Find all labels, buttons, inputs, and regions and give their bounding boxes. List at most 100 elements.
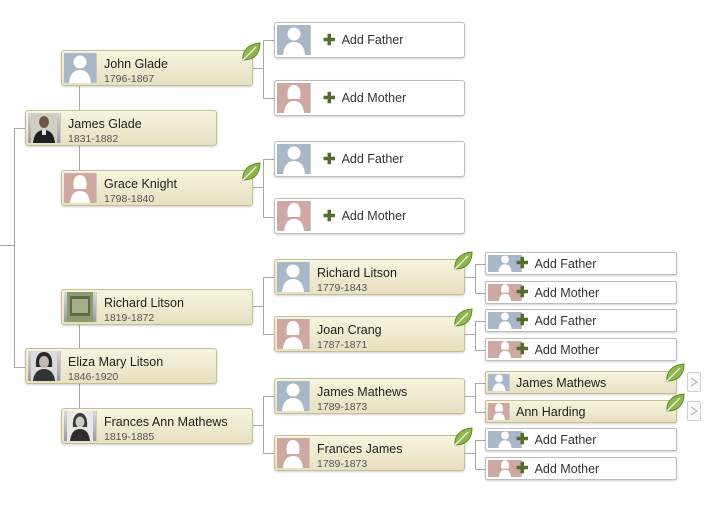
person-card-john-glade[interactable]: John Glade 1796-1867 <box>61 50 253 86</box>
add-father-label: Add Father <box>341 33 404 47</box>
add-mother-label: Add Mother <box>534 461 600 476</box>
person-card-ann-harding[interactable]: Ann Harding <box>485 400 677 423</box>
person-name: Ann Harding <box>516 405 586 419</box>
connector-line <box>79 86 80 110</box>
add-mother-button[interactable]: ✚Add Mother <box>485 457 677 480</box>
connector-line <box>263 159 264 217</box>
add-father-label: Add Father <box>534 256 597 271</box>
connector-line <box>263 159 274 160</box>
female-silhouette-icon <box>277 83 311 113</box>
person-name: Frances Ann Mathews <box>104 415 228 429</box>
female-silhouette-icon <box>488 341 522 358</box>
person-photo <box>64 411 97 441</box>
person-name: James Glade <box>68 117 142 131</box>
male-silhouette-icon <box>64 53 97 83</box>
person-card-eliza-mary-litson[interactable]: Eliza Mary Litson 1846-1920 <box>25 348 217 384</box>
leaf-hint-icon[interactable] <box>664 362 686 384</box>
person-photo <box>28 351 61 381</box>
person-card-james-mathews-gen4[interactable]: James Mathews <box>485 371 677 394</box>
leaf-hint-icon[interactable] <box>452 426 474 448</box>
plus-icon: ✚ <box>516 341 529 358</box>
person-name: James Mathews <box>317 385 408 399</box>
person-card-joan-crang[interactable]: Joan Crang 1787-1871 <box>274 316 465 352</box>
connector-line <box>253 425 263 426</box>
expand-arrow-icon[interactable] <box>687 401 701 421</box>
connector-line <box>475 440 476 469</box>
connector-line <box>475 264 476 293</box>
female-silhouette-icon <box>488 460 522 477</box>
plus-icon: ✚ <box>516 255 529 272</box>
connector-line <box>475 383 476 412</box>
person-dates: 1779-1843 <box>317 282 368 294</box>
male-silhouette-icon <box>488 374 510 391</box>
person-card-frances-ann-mathews[interactable]: Frances Ann Mathews 1819-1885 <box>61 408 253 444</box>
female-silhouette-icon <box>64 173 97 203</box>
add-label-wrap: ✚Add Mother <box>323 81 406 115</box>
person-card-grace-knight[interactable]: Grace Knight 1798-1840 <box>61 170 253 206</box>
connector-line <box>475 264 485 265</box>
expand-arrow-icon[interactable] <box>687 372 701 392</box>
add-father-button[interactable]: ✚Add Father <box>274 141 465 177</box>
male-silhouette-icon <box>488 255 522 272</box>
add-father-button[interactable]: ✚Add Father <box>485 428 677 451</box>
connector-line <box>263 277 264 334</box>
male-silhouette-icon <box>488 431 522 448</box>
person-card-richard-litson-1779[interactable]: Richard Litson 1779-1843 <box>274 259 465 295</box>
female-silhouette-icon <box>277 201 311 231</box>
add-mother-label: Add Mother <box>534 285 600 300</box>
add-father-label: Add Father <box>534 313 597 328</box>
leaf-hint-icon[interactable] <box>240 161 262 183</box>
person-name: John Glade <box>104 57 168 71</box>
plus-icon: ✚ <box>323 150 336 168</box>
connector-line <box>14 367 25 368</box>
female-silhouette-icon <box>277 319 310 349</box>
add-mother-button[interactable]: ✚Add Mother <box>485 338 677 361</box>
leaf-hint-icon[interactable] <box>240 41 262 63</box>
connector-line <box>263 277 274 278</box>
add-mother-button[interactable]: ✚Add Mother <box>274 198 465 234</box>
connector-line <box>253 306 263 307</box>
add-father-button[interactable]: ✚ Add Father <box>485 252 677 275</box>
connector-line <box>263 217 274 218</box>
connector-line <box>475 469 485 470</box>
person-name: Grace Knight <box>104 177 177 191</box>
add-label-wrap: ✚Add Mother <box>516 458 599 479</box>
connector-line <box>475 350 485 351</box>
person-name: Joan Crang <box>317 323 382 337</box>
plus-icon: ✚ <box>323 207 336 225</box>
connector-line <box>263 396 274 397</box>
connector-line <box>475 321 476 350</box>
person-dates: 1846-1920 <box>68 371 119 383</box>
female-silhouette-icon <box>277 438 310 468</box>
person-card-frances-james[interactable]: Frances James 1789-1873 <box>274 435 465 471</box>
person-card-richard-litson-1819[interactable]: Richard Litson 1819-1872 <box>61 289 253 325</box>
female-silhouette-icon <box>488 284 522 301</box>
connector-line <box>263 98 274 99</box>
person-name: Frances James <box>317 442 403 456</box>
connector-line <box>465 453 475 454</box>
person-card-james-glade[interactable]: James Glade 1831-1882 <box>25 110 217 146</box>
add-father-button[interactable]: ✚Add Father <box>274 22 465 58</box>
person-dates: 1819-1872 <box>104 312 155 324</box>
add-mother-button[interactable]: ✚Add Mother <box>485 281 677 304</box>
male-silhouette-icon <box>277 25 311 55</box>
leaf-hint-icon[interactable] <box>664 392 686 414</box>
connector-line <box>263 40 274 41</box>
add-mother-button[interactable]: ✚Add Mother <box>274 80 465 116</box>
leaf-hint-icon[interactable] <box>452 250 474 272</box>
connector-line <box>79 146 80 170</box>
add-father-button[interactable]: ✚Add Father <box>485 309 677 332</box>
connector-line <box>475 440 485 441</box>
male-silhouette-icon <box>277 381 310 411</box>
connector-line <box>475 383 485 384</box>
connector-line <box>475 412 485 413</box>
person-photo <box>28 113 61 143</box>
connector-line <box>253 187 263 188</box>
add-label-wrap: ✚Add Mother <box>516 282 599 303</box>
leaf-hint-icon[interactable] <box>452 307 474 329</box>
connector-line <box>263 396 264 453</box>
connector-line <box>14 128 15 367</box>
male-silhouette-icon <box>488 312 522 329</box>
person-dates: 1789-1873 <box>317 458 368 470</box>
person-card-james-mathews-1789[interactable]: James Mathews 1789-1873 <box>274 378 465 414</box>
